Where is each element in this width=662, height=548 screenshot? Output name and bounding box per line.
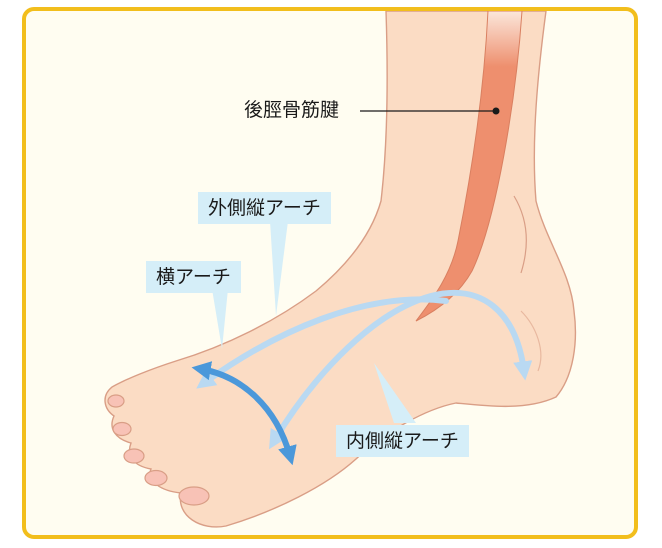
transverse-arch-label: 横アーチ (146, 261, 241, 293)
lateral-arch-label: 外側縦アーチ (198, 192, 331, 224)
tendon-leader-dot (493, 108, 500, 115)
lateral-arch-pointer (270, 221, 288, 316)
medial-arch-label: 内側縦アーチ (336, 425, 469, 457)
foot-illustration (26, 11, 634, 535)
illustration-frame: 後脛骨筋腱 外側縦アーチ 横アーチ 内側縦アーチ (22, 7, 638, 539)
tendon-label: 後脛骨筋腱 (244, 96, 339, 124)
transverse-arch-pointer (212, 289, 228, 349)
